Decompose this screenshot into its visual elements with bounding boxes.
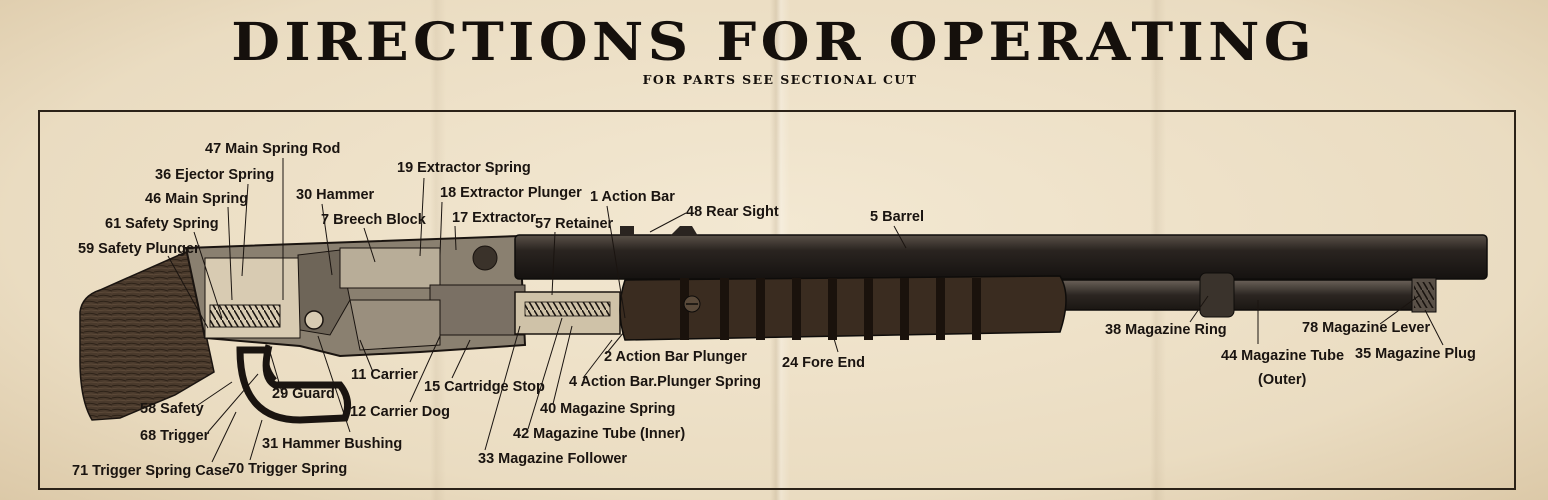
part-label-35: 35 Magazine Plug [1355, 346, 1476, 362]
part-label-40: 40 Magazine Spring [540, 401, 675, 417]
page-subtitle: FOR PARTS SEE SECTIONAL CUT [642, 72, 918, 87]
fore-end [619, 275, 1067, 341]
part-label-11: 11 Carrier [351, 367, 418, 383]
part-label-68: 68 Trigger [140, 428, 210, 444]
part-label-58: 58 Safety [140, 401, 204, 417]
barrel [514, 234, 1488, 280]
part-label-47: 47 Main Spring Rod [205, 141, 340, 157]
part-label-24: 24 Fore End [782, 355, 865, 371]
part-label-30: 30 Hammer [296, 187, 375, 203]
part-label-29: 29 Guard [272, 386, 335, 402]
part-label-42: 42 Magazine Tube (Inner) [513, 426, 685, 442]
part-label-19: 19 Extractor Spring [397, 160, 531, 176]
part-label-38: 38 Magazine Ring [1105, 322, 1227, 338]
magazine-tube [1059, 279, 1436, 311]
part-label-12: 12 Carrier Dog [350, 404, 450, 420]
part-label-46: 46 Main Spring [145, 191, 248, 207]
part-label-31: 31 Hammer Bushing [262, 436, 402, 452]
part-label-7: 7 Breech Block [321, 212, 427, 228]
trigger-guard [236, 346, 352, 424]
part-label-59: 59 Safety Plunger [78, 241, 200, 257]
part-label-78: 78 Magazine Lever [1302, 320, 1430, 336]
part-label-1: 1 Action Bar [590, 189, 675, 205]
part-label-33: 33 Magazine Follower [478, 451, 627, 467]
part-label-71: 71 Trigger Spring Case [72, 463, 230, 479]
stock [79, 249, 215, 421]
part-label-4: 4 Action Bar.Plunger Spring [569, 374, 761, 390]
part-44-note: (Outer) [1258, 372, 1307, 388]
part-label-36: 36 Ejector Spring [155, 167, 274, 183]
part-label-18: 18 Extractor Plunger [440, 185, 582, 201]
page-title: DIRECTIONS FOR OPERATING [231, 12, 1317, 73]
part-label-48: 48 Rear Sight [686, 204, 779, 220]
part-label-70: 70 Trigger Spring [228, 461, 347, 477]
part-label-2: 2 Action Bar Plunger [604, 349, 747, 365]
part-label-61: 61 Safety Spring [105, 216, 219, 232]
part-label-5: 5 Barrel [870, 209, 924, 225]
part-label-57: 57 Retainer [535, 216, 614, 232]
part-label-44: 44 Magazine Tube [1221, 348, 1344, 364]
diagram-frame [38, 110, 1516, 490]
part-label-15: 15 Cartridge Stop [424, 379, 545, 395]
part-label-17: 17 Extractor [452, 210, 536, 226]
